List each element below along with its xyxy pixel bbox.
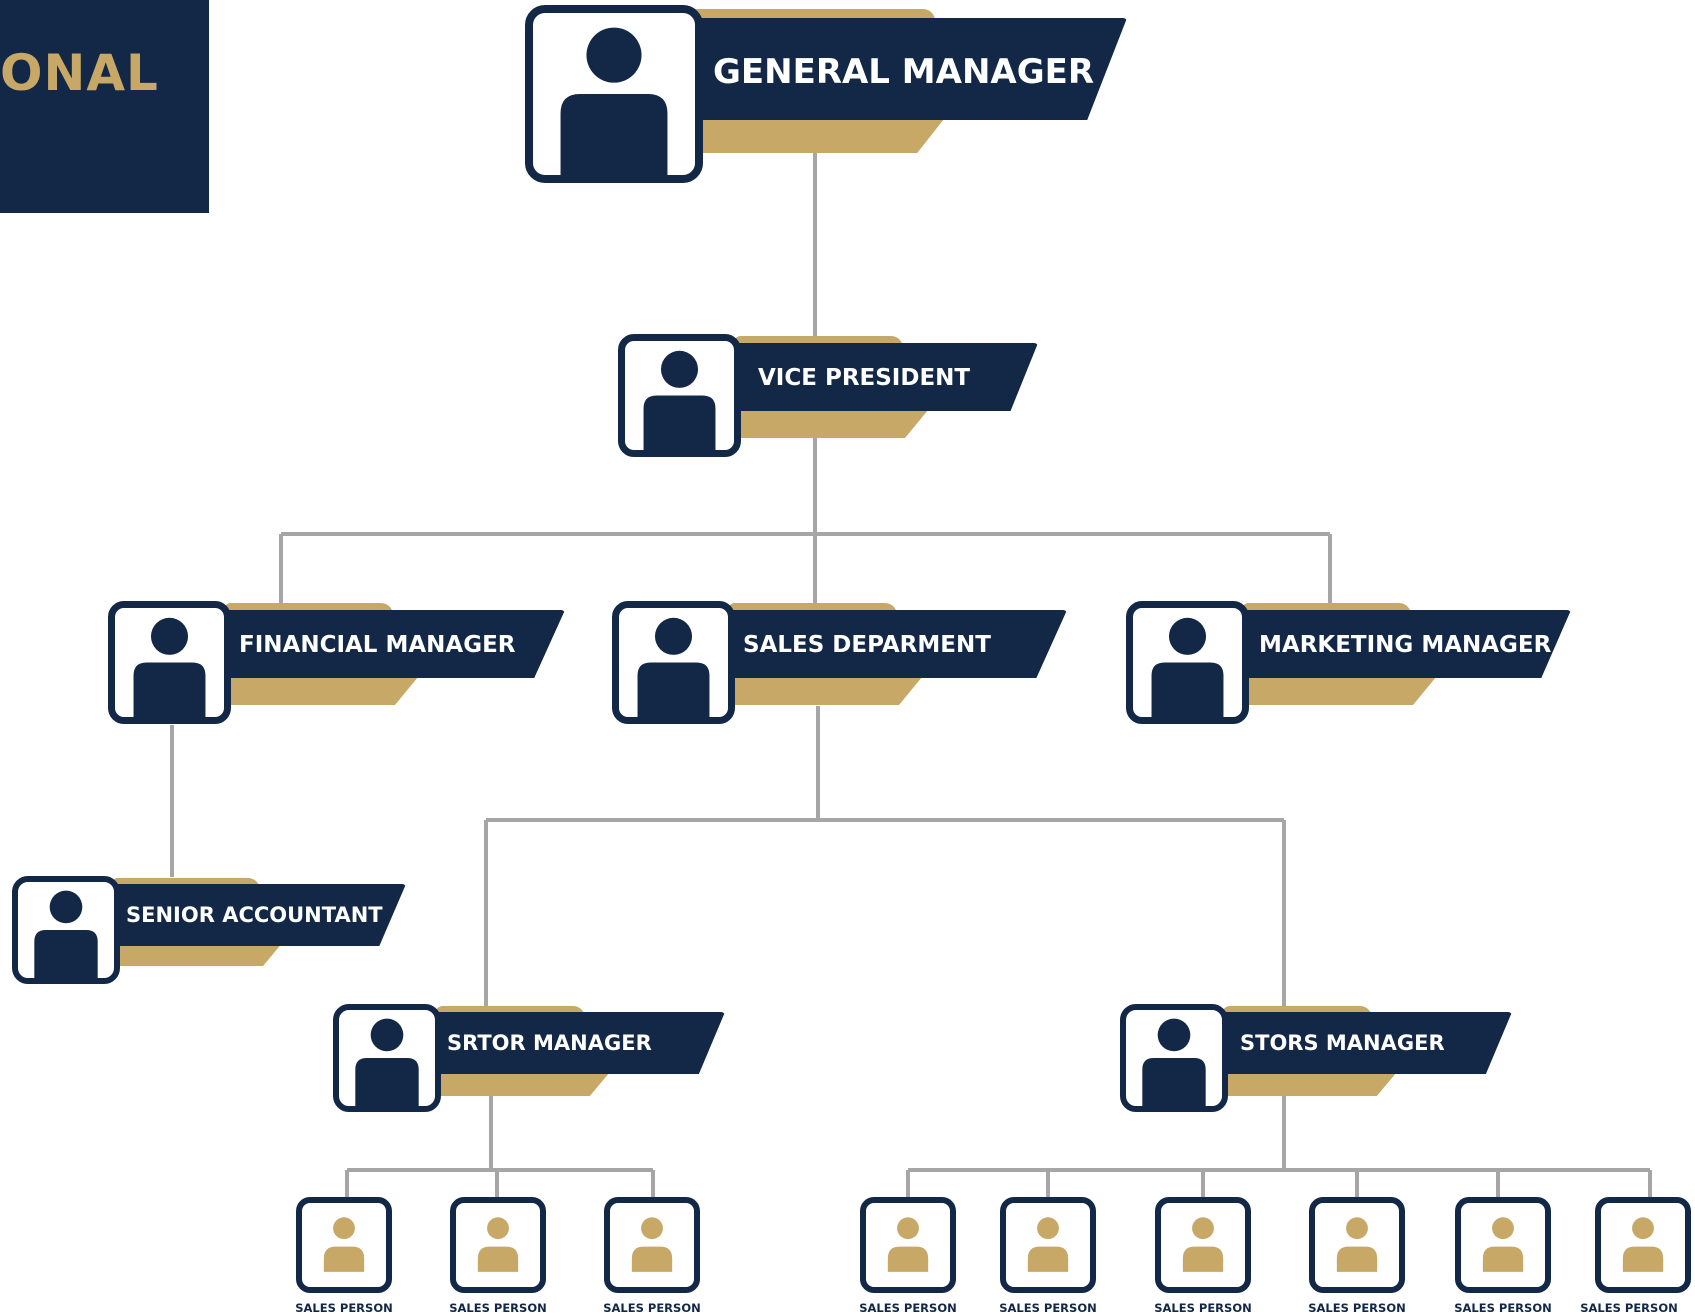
node-stors-manager: STORS MANAGER [1120,1004,1520,1114]
node-label: GENERAL MANAGER [713,52,1095,92]
person-icon [631,1217,673,1272]
node-vice-president: VICE PRESIDENT [618,334,1038,464]
person-icon [355,1018,419,1106]
sales-person-label: SALES PERSON [1454,1301,1552,1315]
sales-person-label: SALES PERSON [1580,1301,1678,1315]
node-label: FINANCIAL MANAGER [239,632,516,658]
sales-person-label: SALES PERSON [859,1301,957,1315]
sales-person-label: SALES PERSON [999,1301,1097,1315]
person-icon [133,617,206,717]
node-label: VICE PRESIDENT [758,365,971,391]
person-icon [1027,1217,1069,1272]
person-icon [34,890,98,978]
person-icon [637,617,710,717]
node-senior-accountant: SENIOR ACCOUNTANT [12,876,412,986]
node-srtor-manager: SRTOR MANAGER [333,1004,733,1114]
title-block: ONAL [0,0,209,213]
node-financial-manager: FINANCIAL MANAGER [108,601,565,731]
page-title: ONAL [0,44,159,102]
person-icon [1622,1217,1664,1272]
person-icon [1151,617,1224,717]
person-icon [323,1217,365,1272]
node-label: SENIOR ACCOUNTANT [126,903,383,927]
person-icon [1142,1018,1206,1106]
sales-person-label: SALES PERSON [449,1301,547,1315]
node-label: MARKETING MANAGER [1259,632,1552,658]
sales-person-label: SALES PERSON [603,1301,701,1315]
person-icon [1336,1217,1378,1272]
sales-person-label: SALES PERSON [295,1301,393,1315]
node-label: SRTOR MANAGER [447,1031,652,1055]
node-label: SALES DEPARMENT [743,632,991,658]
person-icon [560,27,668,175]
node-general-manager: GENERAL MANAGER [525,5,1127,185]
person-icon [1182,1217,1224,1272]
node-marketing-manager: MARKETING MANAGER [1126,601,1586,731]
sales-person-label: SALES PERSON [1154,1301,1252,1315]
person-icon [477,1217,519,1272]
node-label: STORS MANAGER [1240,1031,1445,1055]
sales-person-label: SALES PERSON [1308,1301,1406,1315]
node-sales-department: SALES DEPARMENT [612,601,1067,731]
person-icon [887,1217,929,1272]
person-icon [1482,1217,1524,1272]
person-icon [643,350,716,450]
